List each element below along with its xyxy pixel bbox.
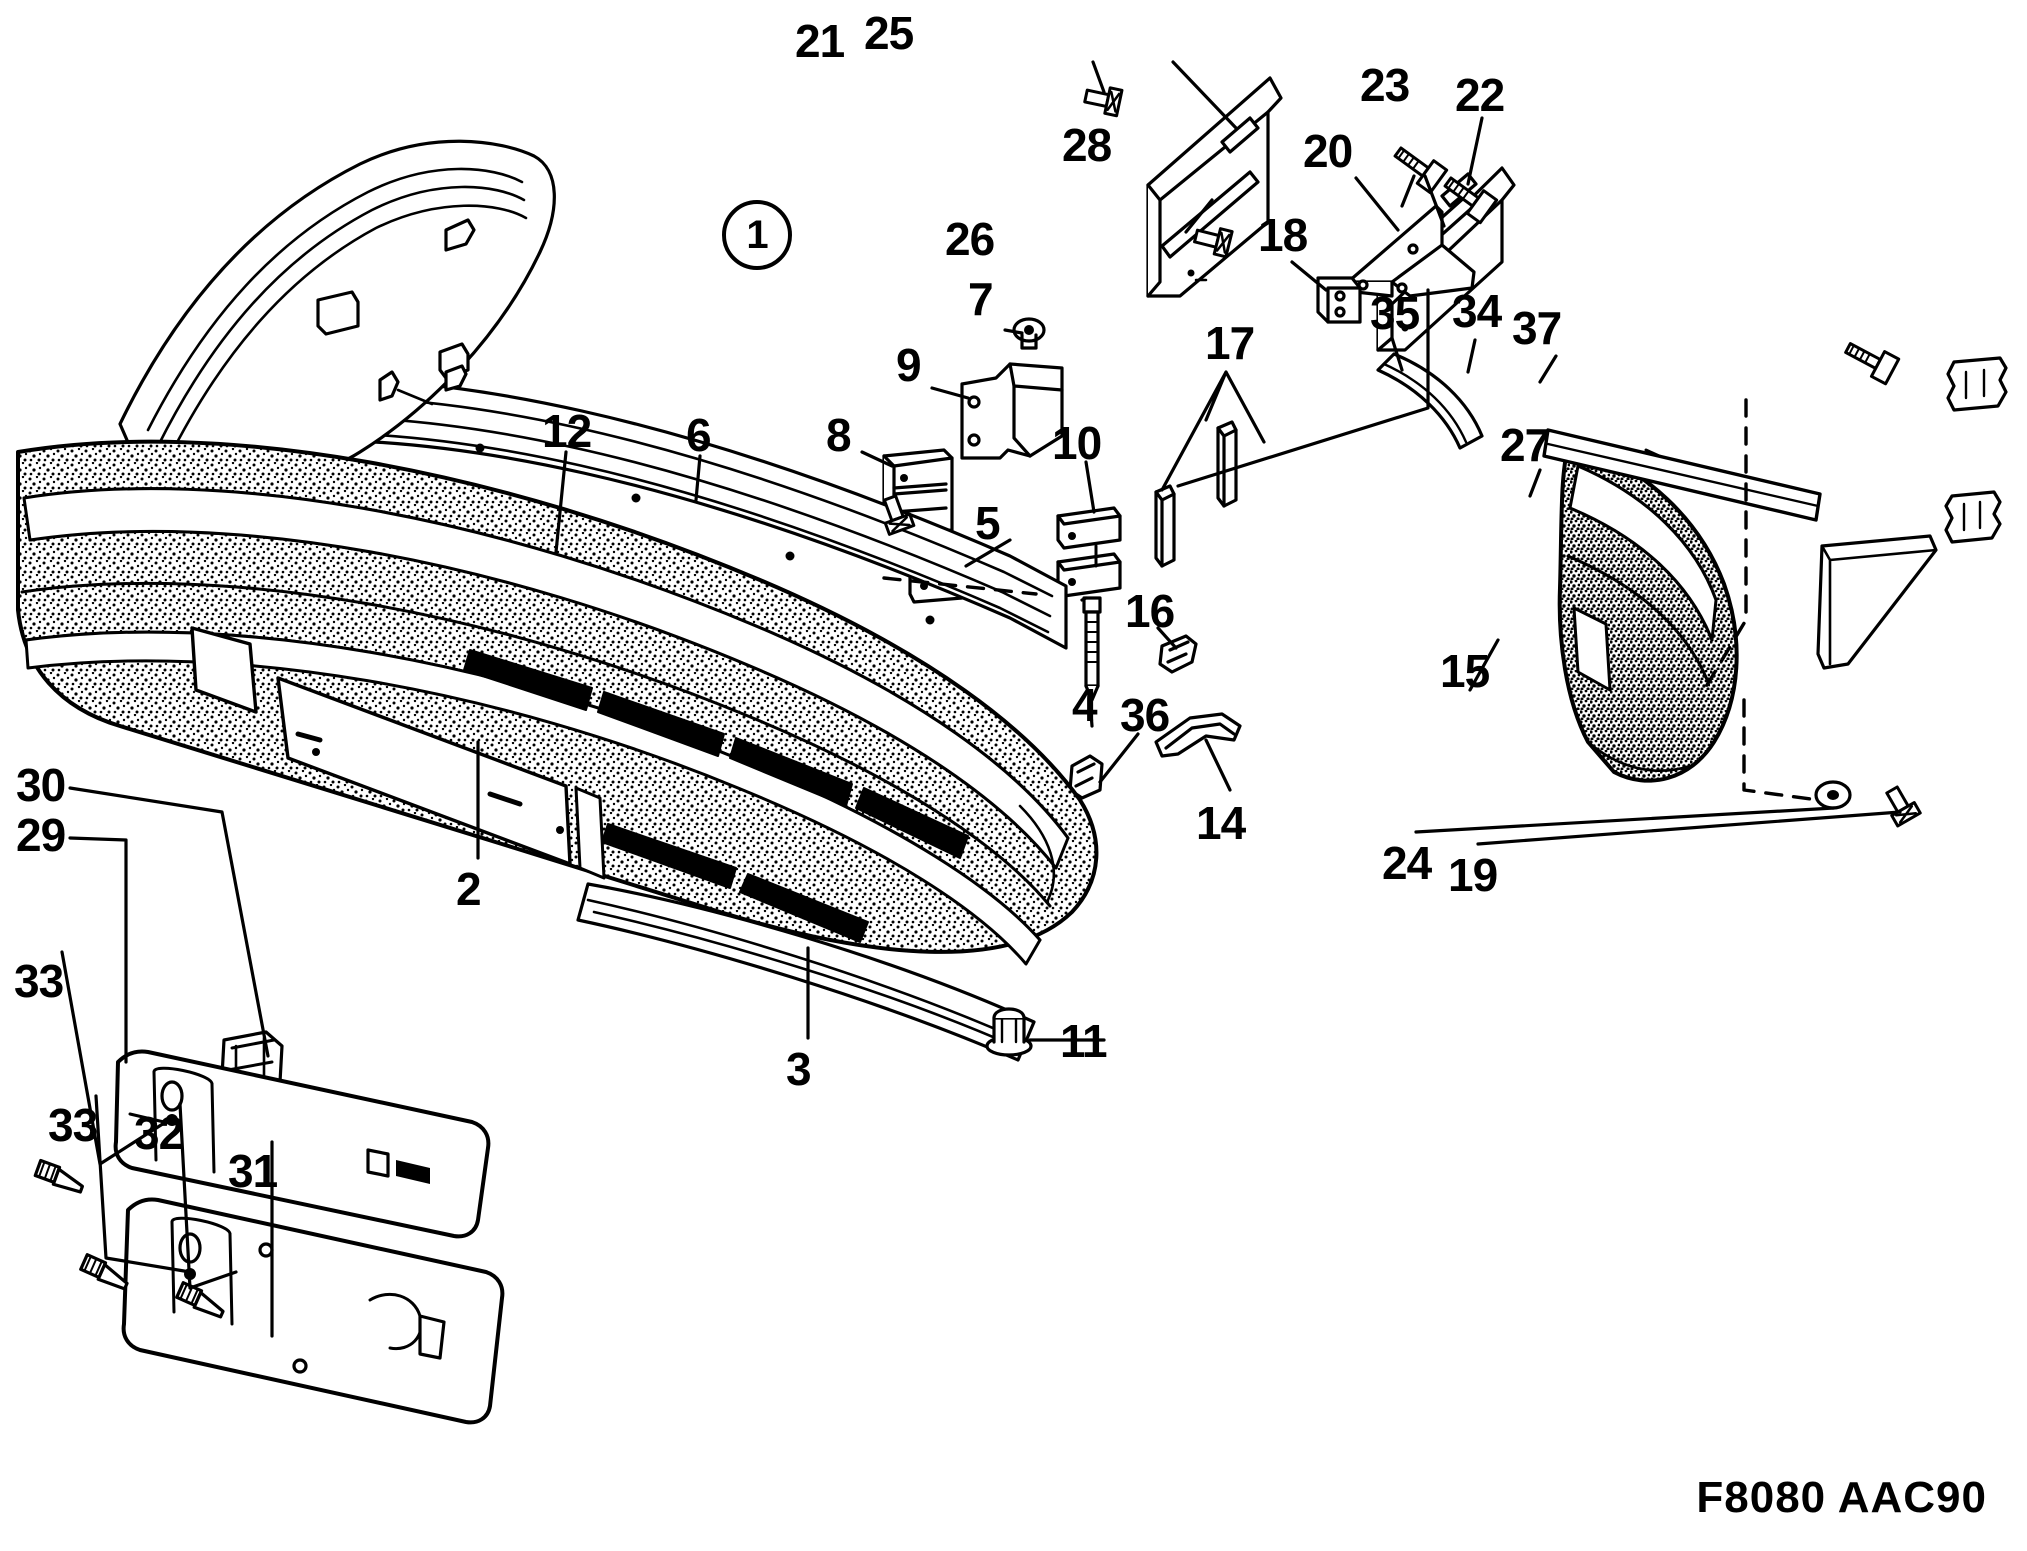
part-9-corner-bracket <box>960 362 1064 460</box>
callout-27: 27 <box>1500 419 1550 471</box>
part-35-side-moulding <box>1376 352 1484 450</box>
callout-3: 3 <box>786 1043 812 1095</box>
callout-1: 1 <box>722 200 792 270</box>
part-right-side-panel <box>1542 428 1822 783</box>
part-11-plastic-plug <box>985 1007 1033 1057</box>
callout-4: 4 <box>1072 679 1098 731</box>
hidden-lines <box>882 398 1820 802</box>
callout-33-lower: 33 <box>48 1099 98 1151</box>
callout-32: 32 <box>134 1107 184 1159</box>
callout-8: 8 <box>826 409 852 461</box>
callout-19: 19 <box>1448 849 1498 901</box>
callout-15: 15 <box>1440 645 1490 697</box>
part-7-nut <box>1012 317 1046 350</box>
part-2-bumper-cover <box>16 439 1099 966</box>
callout-37: 37 <box>1512 302 1562 354</box>
part-24-washer <box>1814 780 1852 810</box>
callout-30: 30 <box>16 759 66 811</box>
part-4-long-bolt <box>1082 596 1102 702</box>
part-10-double-bracket <box>1056 506 1122 598</box>
part-16-spring-clip <box>1158 634 1198 674</box>
callout-12: 12 <box>542 405 592 457</box>
catalog-reference-code: F8080 AAC90 <box>1696 1473 1987 1522</box>
callout-22: 22 <box>1455 69 1505 121</box>
part-19-bolt <box>1879 781 1922 828</box>
part-18-mounting-clip <box>1316 276 1362 324</box>
callout-5: 5 <box>975 497 1001 549</box>
part-33-screw-b <box>79 1253 129 1291</box>
callout-31: 31 <box>228 1145 278 1197</box>
callout-25: 25 <box>864 7 914 59</box>
callout-1-label: 1 <box>746 213 768 257</box>
callout-18: 18 <box>1258 209 1308 261</box>
callout-35: 35 <box>1370 287 1420 339</box>
callout-26: 26 <box>945 213 995 265</box>
part-31-plate-panel <box>121 1197 505 1425</box>
callout-28: 28 <box>1062 119 1112 171</box>
callout-6: 6 <box>686 409 712 461</box>
part-14-lower-bracket <box>1154 712 1242 758</box>
callout-21: 21 <box>795 15 845 67</box>
callout-29: 29 <box>16 809 66 861</box>
callout-7: 7 <box>968 273 994 325</box>
part-3-spoiler-strip <box>576 882 1036 1062</box>
part-27-clip <box>1944 490 2002 544</box>
callout-23: 23 <box>1360 59 1410 111</box>
part-15-side-trim <box>1816 534 1938 670</box>
callout-2: 2 <box>456 863 482 915</box>
part-34-bolt <box>1839 334 1901 386</box>
callout-9: 9 <box>896 339 922 391</box>
part-33-screw-a <box>33 1158 85 1194</box>
callout-33-upper: 33 <box>14 955 64 1007</box>
callout-17: 17 <box>1205 317 1255 369</box>
callout-36: 36 <box>1120 689 1170 741</box>
callout-10: 10 <box>1052 417 1102 469</box>
part-17-retaining-clip-b <box>1216 420 1238 508</box>
part-23-bolt <box>1388 139 1449 195</box>
part-32-screw <box>175 1281 225 1319</box>
part-29-plate-holder <box>113 1049 491 1239</box>
callout-20: 20 <box>1303 125 1353 177</box>
part-25-upper-rail-bracket <box>1146 76 1283 298</box>
callout-34: 34 <box>1452 285 1502 337</box>
callout-14: 14 <box>1196 797 1246 849</box>
callout-16: 16 <box>1125 585 1175 637</box>
part-37-clip <box>1946 356 2008 412</box>
leader-lines <box>60 60 1902 1338</box>
part-17-retaining-clip-a <box>1154 484 1176 568</box>
callout-24: 24 <box>1382 837 1432 889</box>
callout-11: 11 <box>1060 1015 1108 1067</box>
